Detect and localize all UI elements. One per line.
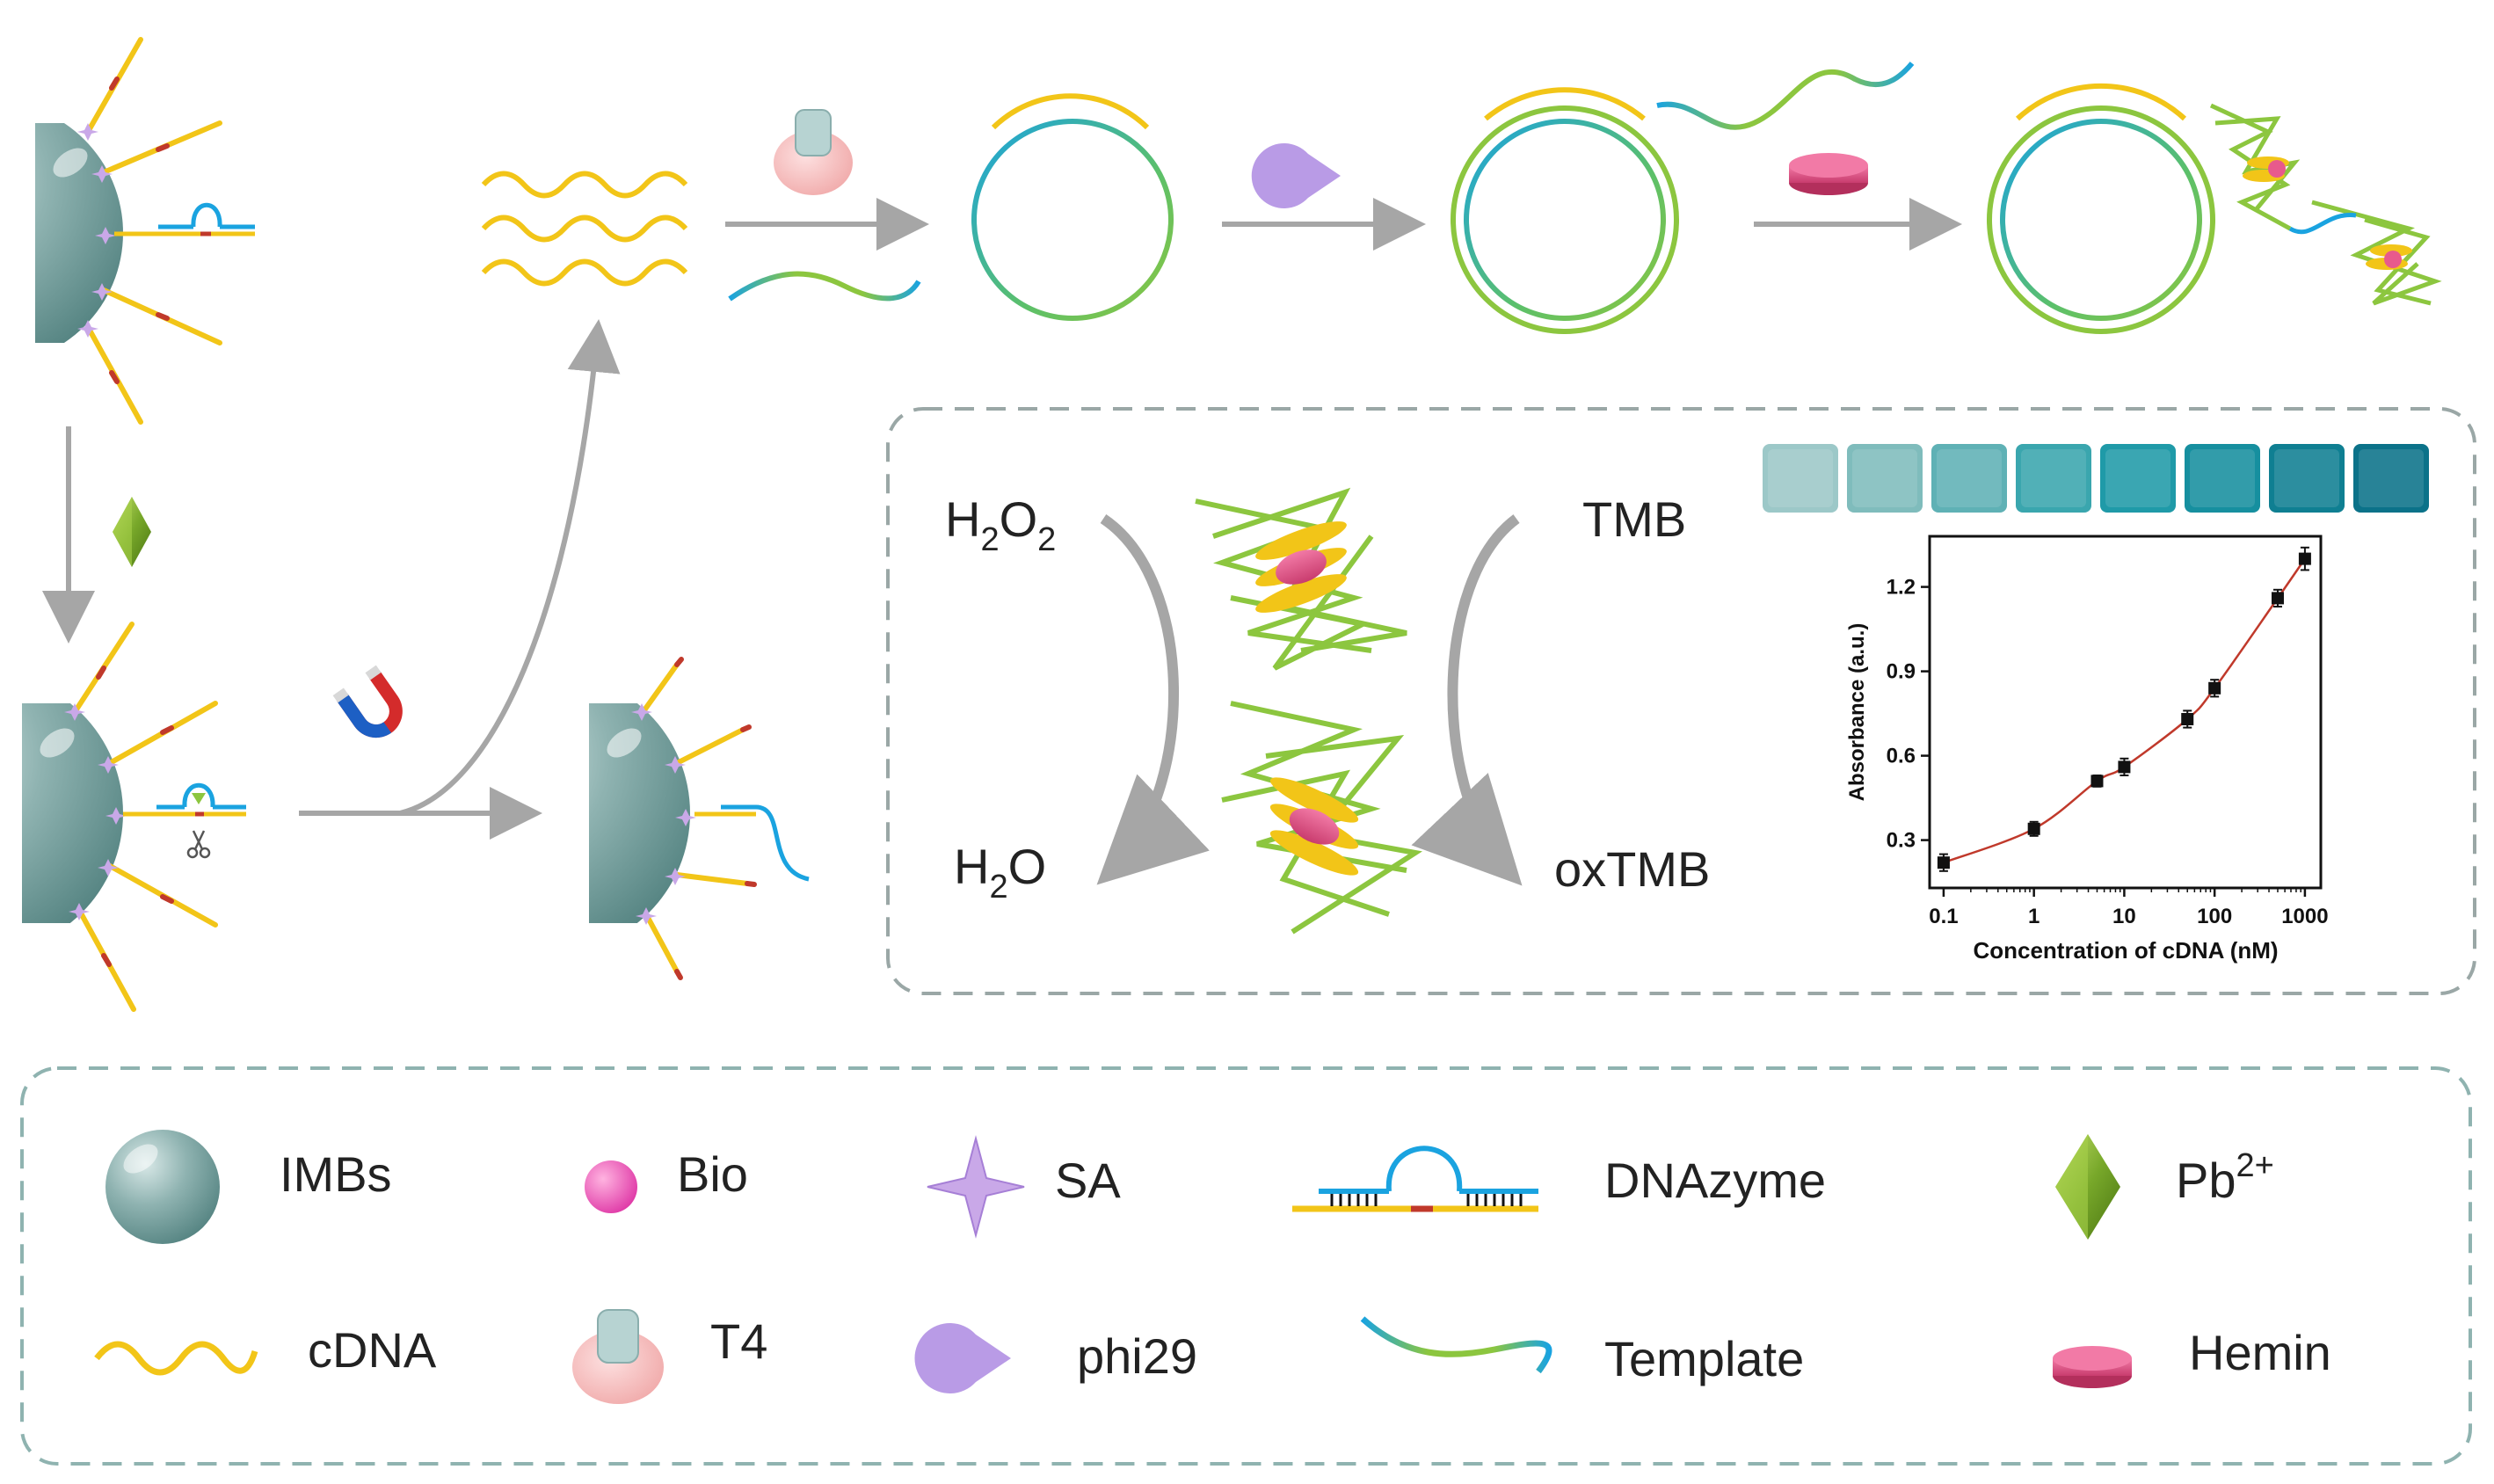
cdna-released xyxy=(481,171,688,287)
fit-curve xyxy=(1943,557,2306,864)
sa-markers xyxy=(77,123,116,338)
x-axis-label: Concentration of cDNA (nM) xyxy=(1973,937,2278,964)
hemin-icon xyxy=(1789,153,1868,195)
color-tube xyxy=(2353,444,2429,513)
arrow-tmb-oxtmb xyxy=(1411,514,1523,886)
x-tick-label: 1000 xyxy=(2281,905,2328,928)
data-point xyxy=(2118,760,2131,774)
legend-template: Template xyxy=(1360,1316,1804,1386)
x-tick-label: 0.1 xyxy=(1929,905,1958,928)
data-point xyxy=(2208,681,2221,695)
magnet-icon xyxy=(332,665,403,738)
bead-cleaved xyxy=(22,622,246,1012)
legend-t4-label: T4 xyxy=(710,1313,767,1369)
legend-sa-label: SA xyxy=(1055,1153,1121,1208)
data-point xyxy=(2181,713,2194,725)
template-strand xyxy=(728,271,921,302)
legend-pb: Pb2+ xyxy=(2055,1134,2274,1240)
y-tick-label: 0.6 xyxy=(1887,745,1916,768)
detection-panel xyxy=(886,407,2476,995)
legend-panel xyxy=(20,1066,2472,1466)
arrow-h2o2-h2o xyxy=(1096,514,1210,885)
legend-phi29: phi29 xyxy=(914,1322,1197,1393)
arrow-to-cdna xyxy=(399,319,621,816)
legend-pb-label: Pb2+ xyxy=(2176,1147,2274,1208)
x-tick-label: 1 xyxy=(2028,905,2040,928)
cdna-strands xyxy=(85,37,222,425)
circular-template xyxy=(971,93,1174,321)
y-tick-label: 0.3 xyxy=(1887,829,1916,853)
legend-bio-label: Bio xyxy=(677,1146,748,1202)
h2o2-label: H2O2 xyxy=(945,491,1056,558)
bead-after-release xyxy=(589,657,810,980)
y-tick-label: 1.2 xyxy=(1887,576,1916,600)
legend-template-label: Template xyxy=(1604,1331,1804,1386)
h2o-label: H2O xyxy=(954,839,1046,906)
oxtmb-label: oxTMB xyxy=(1554,841,1710,897)
legend-hemin: Hemin xyxy=(2053,1325,2331,1388)
legend-phi29-label: phi29 xyxy=(1077,1328,1197,1384)
tmb-label: TMB xyxy=(1582,491,1686,547)
y-tick-label: 0.9 xyxy=(1887,660,1916,684)
data-point xyxy=(2027,822,2040,835)
legend-cdna: cDNA xyxy=(94,1322,437,1378)
color-tube xyxy=(1847,444,1923,513)
pb-diamond-icon xyxy=(113,497,151,567)
g4-hemin-complex-bottom xyxy=(1221,701,1423,935)
legend-imbs-label: IMBs xyxy=(280,1146,392,1202)
legend-sa: SA xyxy=(927,1135,1121,1239)
scissors-icon xyxy=(186,830,211,859)
reaction-cycle: H2O2 H2O TMB oxTMB xyxy=(945,487,1710,935)
color-tube xyxy=(2269,444,2345,513)
legend-dnazyme: DNAzyme xyxy=(1292,1146,1826,1212)
t4-ligase-icon xyxy=(774,109,853,195)
legend-t4: T4 xyxy=(572,1309,767,1404)
legend-hemin-label: Hemin xyxy=(2189,1325,2331,1380)
color-tube xyxy=(2185,444,2260,513)
sa-star-icon xyxy=(927,1135,1025,1239)
color-tube xyxy=(2100,444,2176,513)
color-strip xyxy=(1763,444,2429,513)
data-point xyxy=(2271,592,2284,605)
color-tube xyxy=(1931,444,2007,513)
data-point xyxy=(2090,775,2104,788)
y-axis-label: Absorbance (a.u.) xyxy=(1845,623,1869,802)
legend-imbs: IMBs xyxy=(105,1130,392,1244)
legend-bio: Bio xyxy=(585,1146,748,1213)
data-point xyxy=(1937,856,1950,869)
rca-product xyxy=(1451,62,1915,334)
color-tube xyxy=(1763,444,1838,513)
dnazyme-cleavage xyxy=(123,782,246,817)
x-tick-label: 100 xyxy=(2197,905,2232,928)
x-tick-label: 10 xyxy=(2112,905,2136,928)
legend-dnazyme-label: DNAzyme xyxy=(1604,1153,1826,1208)
phi29-icon xyxy=(1251,143,1341,208)
g4-hemin-complex-top xyxy=(1195,487,1407,671)
dnazyme-on-bead xyxy=(114,202,255,236)
color-tube xyxy=(2016,444,2091,513)
phi29-legend-icon xyxy=(914,1322,1011,1393)
g-quadruplex-product xyxy=(1987,83,2442,334)
data-point xyxy=(2298,552,2311,565)
plot-frame xyxy=(1928,535,2323,890)
bead-with-dnazyme xyxy=(35,37,255,425)
legend-cdna-label: cDNA xyxy=(308,1322,437,1378)
calibration-chart: 0.1 1 10 100 1000 0.3 0.6 0.9 1.2 Concentration … xyxy=(1845,535,2329,964)
